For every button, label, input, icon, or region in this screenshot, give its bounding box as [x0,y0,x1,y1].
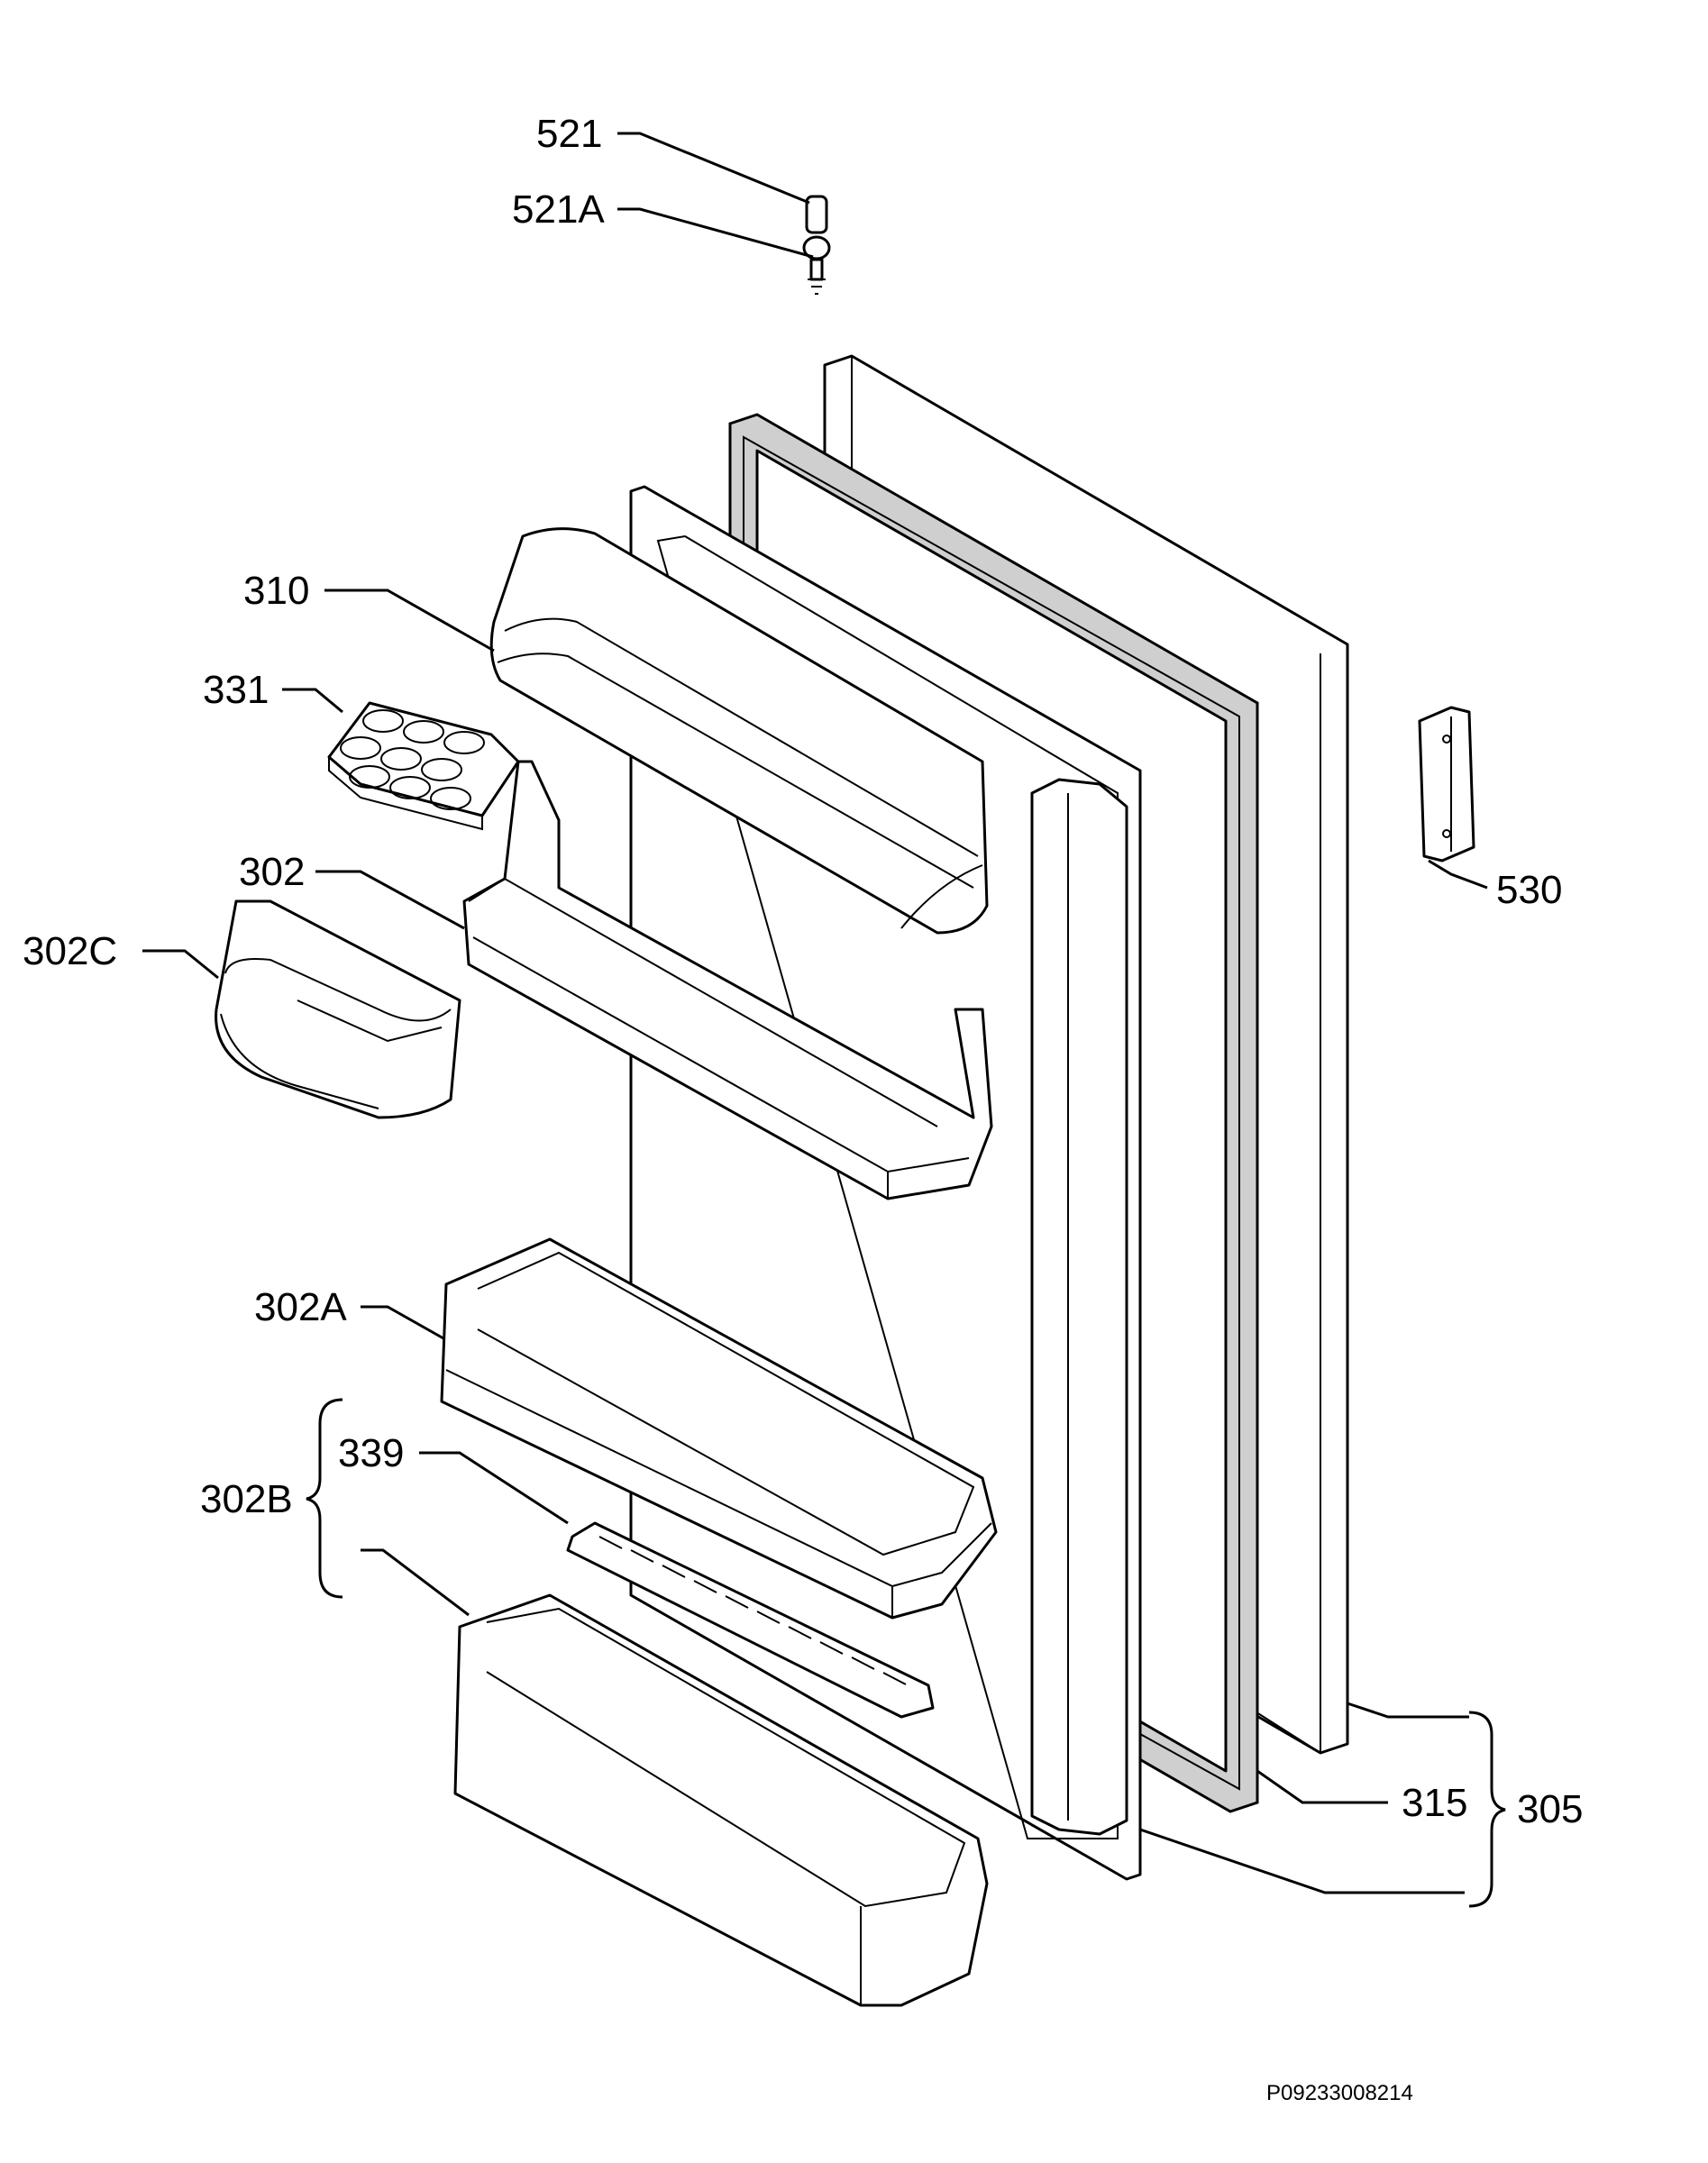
label-315: 315 [1402,1781,1467,1825]
label-310: 310 [243,569,309,613]
label-302a: 302A [254,1285,347,1329]
label-521a: 521A [512,187,605,232]
label-339: 339 [338,1431,404,1475]
door-bin-lower [453,1593,989,2007]
hinge-pin-assembly [802,195,831,295]
part-labels: 521 521A 310 331 302 302C 302A 339 302B … [23,112,1583,1831]
label-302c: 302C [23,929,117,973]
label-530: 530 [1496,868,1562,912]
label-331: 331 [203,668,269,712]
door-shelf-middle [440,1237,998,1620]
brace-302b [306,1398,343,1599]
door-shelf-upper [462,760,993,1200]
dairy-compartment-lid [489,527,989,935]
label-302: 302 [239,850,305,894]
label-521: 521 [536,112,602,156]
small-door-bin [215,899,461,1119]
bottle-retainer [566,1521,935,1719]
brace-305 [1468,1711,1506,1908]
egg-tray [327,701,520,831]
leader-lines [142,132,1488,1894]
label-305: 305 [1517,1787,1583,1831]
label-302b: 302B [200,1477,293,1521]
drawing-code: P09233008214 [1266,2081,1413,2105]
hinge-bracket [1418,706,1475,862]
